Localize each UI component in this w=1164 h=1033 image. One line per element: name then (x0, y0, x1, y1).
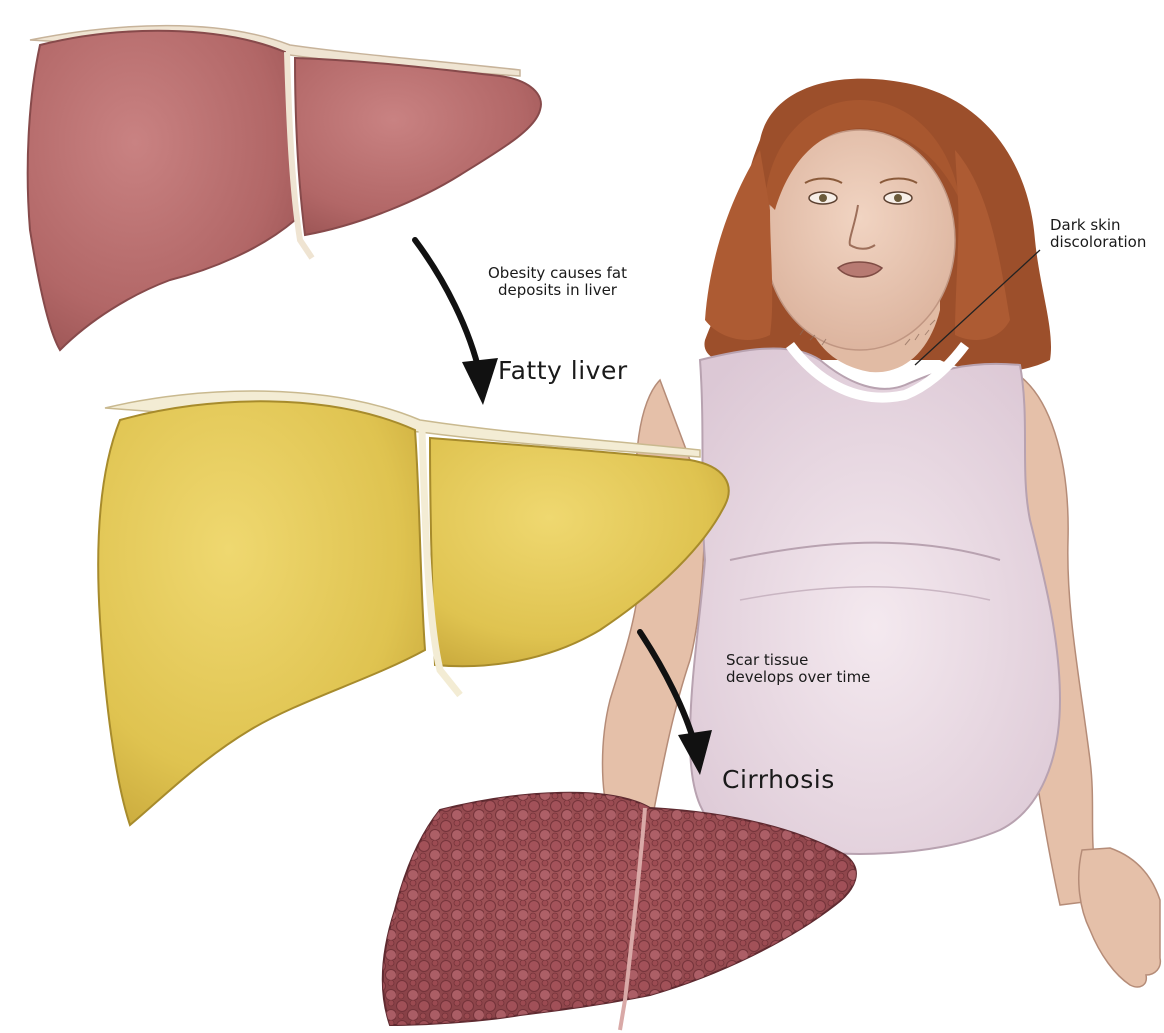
dark-skin-note-line1: Dark skin (1050, 217, 1164, 234)
dark-skin-note-line2: discoloration (1050, 234, 1164, 251)
fatty-liver-left-lobe (98, 401, 425, 825)
fatty-liver-label: Fatty liver (498, 357, 628, 386)
obesity-note-line2: deposits in liver (470, 282, 645, 299)
obesity-note-line1: Obesity causes fat (470, 265, 645, 282)
right-iris (894, 194, 902, 202)
dark-skin-note: Dark skin discoloration (1050, 217, 1164, 252)
cirrhosis-label: Cirrhosis (722, 766, 835, 795)
healthy-liver-right-lobe (295, 58, 541, 235)
scar-tissue-note: Scar tissue develops over time (726, 652, 870, 687)
scar-tissue-note-line2: develops over time (726, 669, 870, 686)
healthy-liver (28, 26, 541, 350)
scar-tissue-note-line1: Scar tissue (726, 652, 870, 669)
healthy-liver-left-lobe (28, 31, 295, 350)
hair-side-left (705, 150, 772, 340)
left-iris (819, 194, 827, 202)
right-hand (1079, 848, 1161, 987)
obesity-note: Obesity causes fat deposits in liver (470, 265, 645, 300)
